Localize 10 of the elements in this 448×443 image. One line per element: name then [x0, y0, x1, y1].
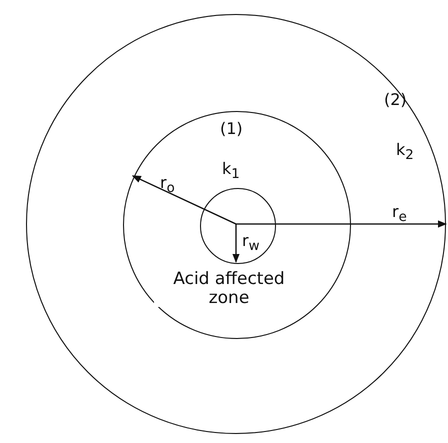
- region-number: (1): [220, 120, 243, 138]
- acid-zone-circle: [123, 111, 351, 339]
- outer-region-circle: [26, 14, 446, 434]
- radius-label: r$_{e}$: [392, 203, 407, 226]
- permeability-label: k$_{1}$: [222, 160, 240, 183]
- radius-label: r$_{w}$: [242, 232, 260, 255]
- permeability-label: k$_{2}$: [396, 141, 414, 164]
- radius-label: r$_{o}$: [160, 174, 175, 197]
- wellbore-circle: [200, 188, 276, 264]
- region-number: (2): [384, 91, 407, 109]
